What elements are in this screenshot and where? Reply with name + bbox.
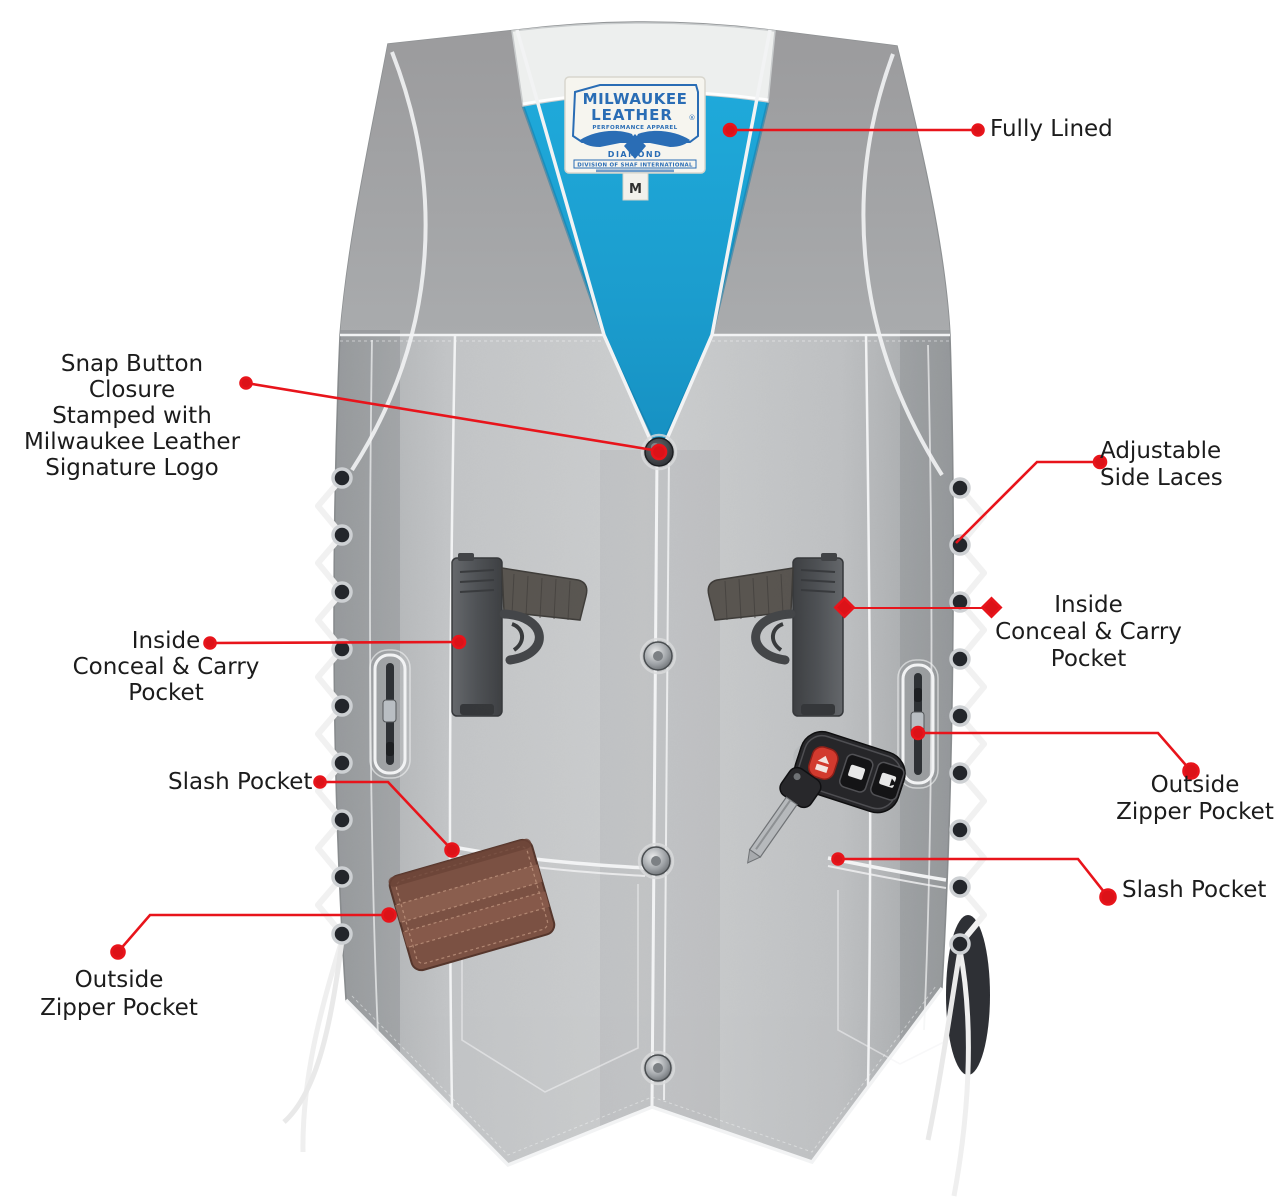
annotation-slash-left-text: Slash Pocket: [168, 769, 313, 795]
leader-outside-zipper-left: [110, 907, 397, 960]
left-gun: [451, 553, 588, 717]
snap-button-4: [640, 1050, 676, 1086]
side-laces-right: [925, 477, 987, 1197]
side-laces-left: [282, 467, 353, 1153]
annotation-line: Conceal & Carry: [995, 619, 1182, 645]
vest: MILWAUKEE LEATHER ® PERFORMANCE APPAREL …: [282, 21, 990, 1197]
leader-slash-pocket-left: [313, 775, 460, 858]
annotation-slash-pocket-left: Slash Pocket: [168, 769, 312, 795]
annotation-line: Pocket: [1050, 646, 1127, 672]
annotation-line: Side Laces: [1100, 465, 1223, 491]
annotation-line: Adjustable: [1100, 438, 1222, 464]
snap-button-3: [637, 842, 675, 880]
annotation-line: Inside: [1054, 592, 1123, 618]
right-shoulder-yoke: [712, 30, 950, 335]
wallet: [388, 838, 556, 972]
zipper-pocket-left: [369, 649, 411, 779]
annotation-fully-lined-text: Fully Lined: [990, 116, 1113, 142]
annotation-line: Inside: [131, 628, 201, 654]
leader-lines: [110, 122, 1200, 960]
car-keys: [747, 730, 906, 864]
eagle-wings-icon: [580, 130, 690, 159]
leader-inside-pocket-left: [203, 634, 467, 650]
annotation-line: Pocket: [128, 680, 204, 706]
annotation-line: Zipper Pocket: [1116, 799, 1274, 825]
label-division: DIVISION OF SHAF INTERNATIONAL: [577, 163, 693, 169]
brand-line2: LEATHER: [591, 106, 673, 124]
annotation-inside-pocket-left: Inside Conceal & Carry Pocket: [61, 628, 271, 706]
brand-label: MILWAUKEE LEATHER ® PERFORMANCE APPAREL …: [564, 76, 706, 201]
annotation-line: Stamped with: [52, 403, 212, 429]
annotation-line: Outside: [1150, 772, 1240, 798]
annotation-outside-zipper-right: Outside Zipper Pocket: [1095, 772, 1287, 826]
leader-adjustable-laces: [955, 454, 1108, 544]
label-tagline: PERFORMANCE APPAREL: [592, 125, 677, 131]
label-collection: DIAMOND: [608, 150, 662, 159]
size-letter: M: [629, 182, 642, 197]
annotation-snap-button: Snap Button Closure Stamped with Milwauk…: [16, 351, 248, 481]
registered-mark: ®: [689, 114, 696, 122]
snap-button-2: [639, 637, 677, 675]
leader-fully-lined: [722, 122, 985, 138]
annotation-slash-right-text: Slash Pocket: [1122, 877, 1267, 903]
annotation-line: Zipper Pocket: [40, 995, 198, 1021]
leader-outside-zipper-right: [910, 725, 1200, 780]
annotation-slash-pocket-right: Slash Pocket: [1122, 877, 1266, 903]
annotation-line: Outside: [74, 967, 164, 993]
annotation-adjustable-side-laces: Adjustable Side Laces: [1100, 438, 1223, 492]
leader-inside-pocket-right: [833, 596, 1003, 619]
brand-line1: MILWAUKEE: [583, 90, 688, 108]
annotation-line: Milwaukee Leather: [23, 429, 241, 455]
annotation-line: Snap Button Closure: [60, 351, 204, 403]
blue-lining: [523, 93, 768, 453]
annotation-line: Conceal & Carry: [72, 654, 260, 680]
leader-snap-button: [239, 376, 668, 461]
size-tab: [622, 172, 649, 201]
annotation-line: Signature Logo: [45, 455, 219, 481]
annotation-outside-zipper-left: Outside Zipper Pocket: [29, 966, 209, 1022]
leader-slash-pocket-right: [831, 852, 1117, 906]
right-gun: [707, 553, 844, 717]
annotation-fully-lined: Fully Lined: [990, 116, 1113, 142]
annotation-inside-pocket-right: Inside Conceal & Carry Pocket: [986, 592, 1191, 673]
stitching: [340, 29, 950, 1168]
